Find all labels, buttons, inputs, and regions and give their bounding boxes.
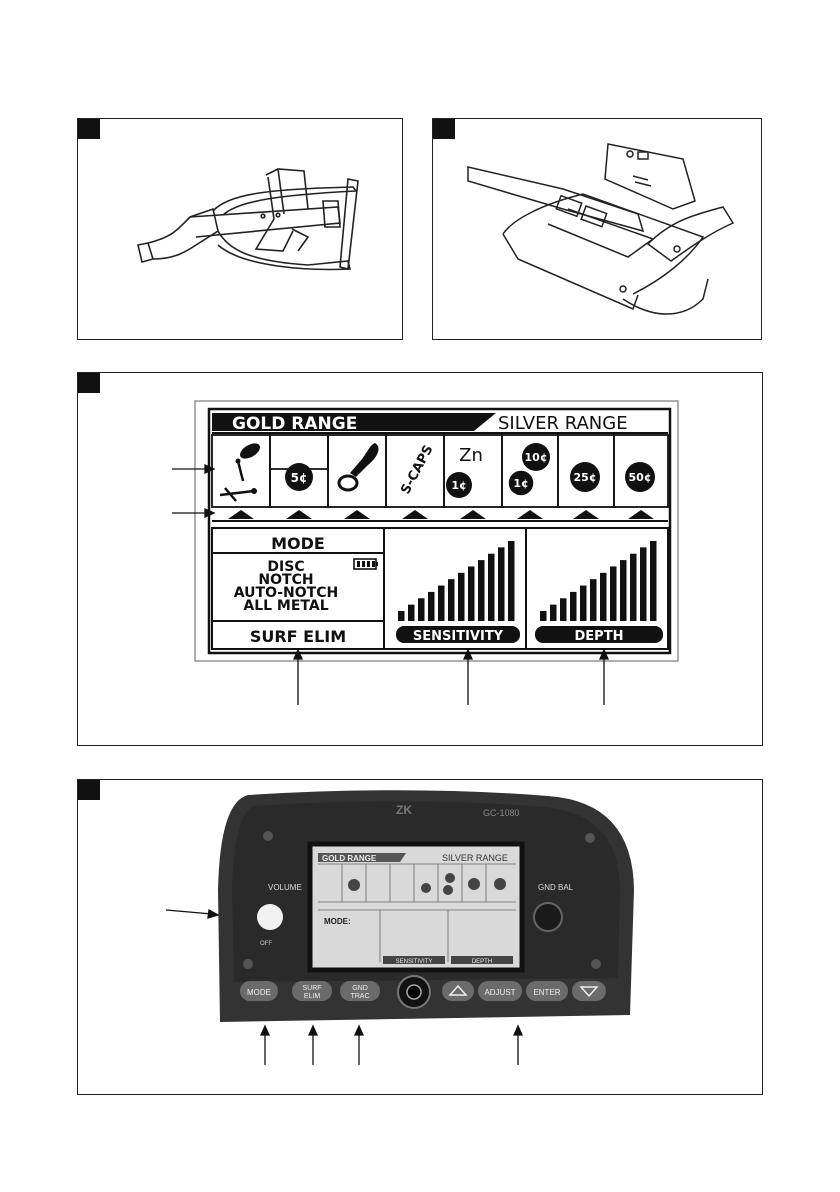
level-bar: [398, 611, 405, 621]
mode-all-metal: ALL METAL: [243, 598, 328, 614]
up-arrow-button[interactable]: [442, 981, 474, 1001]
silver-range-label: SILVER RANGE: [498, 413, 628, 434]
level-bar: [488, 554, 495, 621]
mode-label: MODE: [271, 534, 325, 553]
screen-gold-label: GOLD RANGE: [322, 854, 377, 863]
down-arrow-button[interactable]: [572, 981, 606, 1001]
level-bar: [640, 547, 647, 621]
screen-silver-label: SILVER RANGE: [442, 853, 508, 863]
adjust-button-label: ADJUST: [484, 988, 515, 997]
enter-button-label: ENTER: [533, 988, 560, 997]
level-bar: [560, 598, 567, 621]
level-bar: [600, 573, 607, 621]
level-bar: [468, 566, 475, 621]
figure-panel-3: GOLD RANGE SILVER RANGE 5¢: [77, 372, 763, 746]
figure-panel-4: GC-1080 ZK GOLD RANGE SILVER RANGE MODE:…: [77, 779, 763, 1095]
figure-number-tab: [78, 780, 100, 800]
level-bar: [540, 611, 547, 621]
level-bar: [448, 579, 455, 621]
gnd-bal-knob[interactable]: [534, 903, 562, 931]
level-bar: [550, 605, 557, 621]
volume-label: VOLUME: [268, 883, 302, 892]
depth-bar-graph: [540, 541, 657, 621]
figure-panel-2: [432, 118, 762, 340]
level-bar: [570, 592, 577, 621]
level-bar: [508, 541, 515, 621]
level-bar: [650, 541, 657, 621]
depth-label: DEPTH: [575, 629, 624, 644]
coin-5c-label: 5¢: [291, 471, 308, 485]
figure-number-tab: [78, 373, 100, 393]
figure-number-tab: [433, 119, 455, 139]
figure-number-tab: [78, 119, 100, 139]
strap-illustration: [433, 119, 760, 338]
elim-button-label: ELIM: [304, 993, 321, 1000]
armrest-illustration: [78, 119, 401, 338]
level-bar: [458, 573, 465, 621]
level-bar: [478, 560, 485, 621]
volume-off-label: OFF: [260, 941, 272, 947]
figure-panel-1: [77, 118, 403, 340]
surf-button-label: SURF: [302, 985, 321, 992]
level-bar: [428, 592, 435, 621]
zinc-label: Zn: [459, 445, 483, 466]
gnd-button-label: GND: [352, 985, 368, 992]
level-bar: [418, 598, 425, 621]
coin-50c-label: 50¢: [629, 471, 652, 484]
battery-icon: [354, 559, 378, 569]
coin-1c-label: 1¢: [451, 479, 466, 492]
scaps-label: S-CAPS: [398, 443, 436, 497]
coin-25c-label: 25¢: [574, 471, 597, 484]
volume-knob[interactable]: [257, 904, 283, 930]
brand-logo: ZK: [396, 803, 412, 817]
trac-button-label: TRAC: [350, 993, 369, 1000]
target-indicator-row: [212, 510, 668, 521]
level-bar: [438, 586, 445, 621]
gold-range-label: GOLD RANGE: [232, 414, 357, 434]
level-bar: [630, 554, 637, 621]
screen-sensitivity-label: SENSITIVITY: [396, 959, 433, 965]
level-bar: [408, 605, 415, 621]
pull-tab-icon: [339, 443, 379, 490]
level-bar: [610, 566, 617, 621]
mode-button-label: MODE: [247, 988, 271, 997]
screen-depth-label: DEPTH: [472, 959, 492, 965]
level-bar: [580, 586, 587, 621]
coin-1c-label: 1¢: [513, 477, 528, 490]
bottle-cap-nails-icon: [220, 440, 263, 501]
model-label: GC-1080: [483, 808, 520, 818]
lcd-diagram: GOLD RANGE SILVER RANGE 5¢: [78, 373, 761, 744]
coin-10c-label: 10¢: [525, 451, 548, 464]
sensitivity-bar-graph: [398, 541, 515, 621]
screen-mode-label: MODE:: [324, 917, 351, 926]
surf-elim-label: SURF ELIM: [250, 627, 346, 646]
gnd-bal-label: GND BAL: [538, 883, 574, 892]
sensitivity-label: SENSITIVITY: [413, 629, 504, 644]
control-box-photo: GC-1080 ZK GOLD RANGE SILVER RANGE MODE:…: [78, 780, 761, 1093]
level-bar: [590, 579, 597, 621]
level-bar: [620, 560, 627, 621]
level-bar: [498, 547, 505, 621]
